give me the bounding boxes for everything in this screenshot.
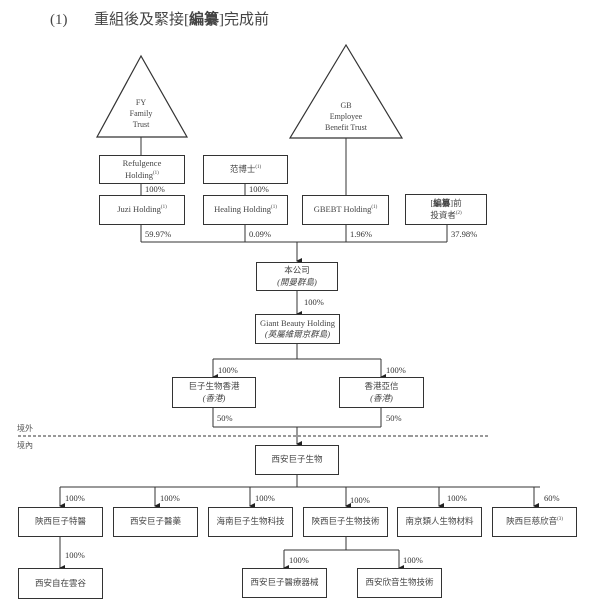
- gb-employee-benefit-trust-label: GB Employee Benefit Trust: [324, 101, 367, 132]
- pct-xian-keji: 100%: [255, 493, 275, 503]
- pct-fan-healing: 100%: [249, 184, 269, 194]
- pct-xian-xinyin: 60%: [544, 493, 560, 503]
- nanjing-cailiao-box: 南京類人生物材料: [397, 507, 482, 537]
- xian-juzi-yiyao-box: 西安巨子醫藥: [113, 507, 198, 537]
- pct-healing-company: 0.09%: [249, 229, 271, 239]
- xian-yungu-box: 西安自在雲谷: [18, 568, 103, 599]
- pct-juzi-company: 59.97%: [145, 229, 172, 239]
- pct-company-giant: 100%: [304, 297, 324, 307]
- offshore-label: 境外: [17, 424, 33, 433]
- pct-refulgence-juzi: 100%: [145, 184, 165, 194]
- pct-xian-yiyao: 100%: [160, 493, 180, 503]
- shaanxi-juzi-jishu-box: 陝西巨子生物技術: [303, 507, 388, 537]
- pre-ipo-investors-box: [編纂]前 投資者(2): [405, 194, 487, 225]
- healing-holding-box: Healing Holding(1): [203, 195, 288, 225]
- fy-trust-triangle: [95, 54, 189, 138]
- pct-preipo-company: 37.98%: [451, 229, 478, 239]
- shaanxi-xinyin-box: 陝西巨慈欣音(3): [492, 507, 577, 537]
- company-box: 本公司 (開曼群島): [256, 262, 338, 291]
- xian-xinyin-jishu-box: 西安欣音生物技術: [357, 568, 442, 598]
- shaanxi-juzi-teyi-box: 陝西巨子特醫: [18, 507, 103, 537]
- dr-fan-box: 范博士(1): [203, 155, 288, 184]
- juzi-hk-box: 巨子生物香港 (香港): [172, 377, 256, 408]
- hk-yaxin-box: 香港亞信 (香港): [339, 377, 424, 408]
- pct-giant-hkyaxin: 100%: [386, 365, 406, 375]
- section-number: (1): [50, 12, 68, 28]
- refulgence-holding-box: Refulgence Holding(1): [99, 155, 185, 184]
- onshore-label: 境內: [17, 441, 33, 450]
- section-title: (1)重組後及緊接[編纂]完成前: [50, 12, 270, 28]
- pct-giant-juzihk: 100%: [218, 365, 238, 375]
- pct-gbebt-company: 1.96%: [350, 229, 372, 239]
- pct-jishu-qixie: 100%: [289, 555, 309, 565]
- pct-xian-cailiao: 100%: [447, 493, 467, 503]
- pct-jishu-xinyinjishu: 100%: [403, 555, 423, 565]
- pct-hkyaxin-xian: 50%: [386, 413, 402, 423]
- pct-xian-teyi: 100%: [65, 493, 85, 503]
- pct-juzihk-xian: 50%: [217, 413, 233, 423]
- xian-qixie-box: 西安巨子醫療器械: [242, 568, 327, 598]
- giant-beauty-holding-box: Giant Beauty Holding (英屬維爾京群島): [255, 314, 340, 344]
- fy-family-trust-label: FY Family Trust: [129, 98, 153, 129]
- xian-juzi-biotech-box: 西安巨子生物: [255, 445, 339, 475]
- pct-teyi-yungu: 100%: [65, 550, 85, 560]
- gbebt-holding-box: GBEBT Holding(1): [302, 195, 389, 225]
- pct-xian-jishu: 100%: [350, 495, 370, 505]
- juzi-holding-box: Juzi Holding(1): [99, 195, 185, 225]
- hainan-juzi-keji-box: 海南巨子生物科技: [208, 507, 293, 537]
